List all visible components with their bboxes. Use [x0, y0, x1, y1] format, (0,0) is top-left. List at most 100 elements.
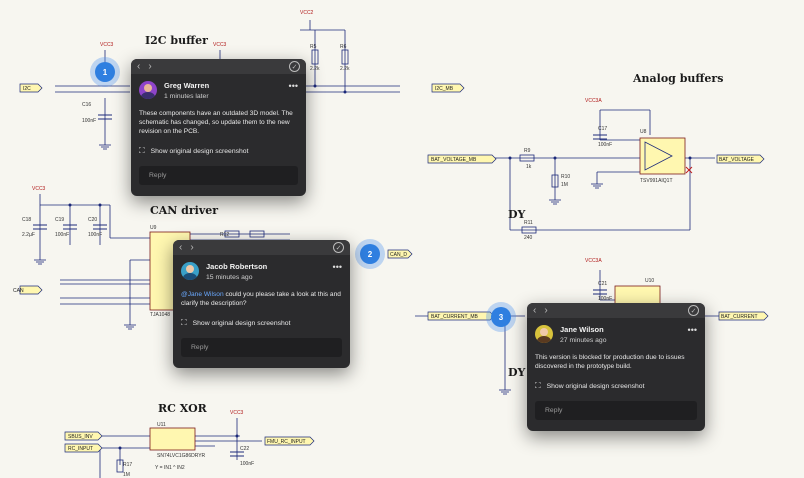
show-screenshot-label: Show original design screenshot — [546, 382, 645, 390]
prev-comment-icon[interactable]: ‹ — [179, 241, 183, 253]
logic-equation: Y = IN1 ^ IN2 — [155, 465, 185, 471]
comment-card-1: ‹ › ✓ Greg Warren 1 minutes later ••• Th… — [131, 59, 306, 196]
more-options-icon[interactable]: ••• — [288, 81, 298, 91]
value: 240 — [524, 235, 533, 241]
designator: C16 — [82, 102, 91, 108]
designator: C18 — [22, 217, 31, 223]
card-toolbar: ‹ › ✓ — [173, 240, 350, 255]
power-label: VCC3A — [585, 258, 602, 264]
comment-message: These components have an outdated 3D mod… — [139, 110, 293, 135]
value: 100nF — [88, 232, 102, 238]
comment-message: This version is blocked for production d… — [535, 354, 685, 370]
next-comment-icon[interactable]: › — [544, 304, 548, 316]
crop-icon: ⛶ — [181, 318, 187, 327]
part-number: TJA1048 — [150, 312, 170, 318]
designator: R10 — [561, 174, 570, 180]
designator: R9 — [524, 148, 531, 154]
resolve-check-icon[interactable]: ✓ — [688, 305, 699, 316]
comment-badge-2[interactable]: 2 — [360, 244, 380, 264]
net-label: BAT_VOLTAGE — [719, 157, 755, 163]
comment-author: Greg Warren — [164, 81, 210, 90]
power-label: VCC3 — [32, 186, 46, 192]
net-label: BAT_VOLTAGE_MB — [431, 157, 477, 163]
net-label: CAN_D — [390, 252, 407, 258]
net-label: RC_INPUT — [68, 446, 93, 452]
value: 2.2k — [340, 66, 350, 72]
value: 1M — [561, 182, 568, 188]
value: 2.2µF — [22, 232, 35, 238]
designator: U8 — [640, 129, 647, 135]
show-screenshot-label: Show original design screenshot — [150, 147, 249, 155]
dy-marker: DY — [508, 208, 526, 221]
show-screenshot-link[interactable]: ⛶ Show original design screenshot — [535, 381, 697, 391]
more-options-icon[interactable]: ••• — [332, 262, 342, 272]
comment-message-text: could you please take a look at this and… — [181, 291, 341, 307]
designator: R12 — [220, 232, 229, 238]
value: 2.2k — [310, 66, 320, 72]
net-label: I2C — [23, 86, 31, 92]
resolve-check-icon[interactable]: ✓ — [333, 242, 344, 253]
more-options-icon[interactable]: ••• — [687, 325, 697, 335]
designator: R11 — [524, 220, 533, 226]
title-can-driver: CAN driver — [150, 204, 218, 217]
designator: R6 — [340, 44, 347, 50]
comment-time: 1 minutes later — [164, 93, 209, 100]
show-screenshot-label: Show original design screenshot — [192, 319, 291, 327]
designator: U11 — [157, 422, 166, 428]
card-toolbar: ‹ › ✓ — [131, 59, 306, 74]
net-label: BAT_CURRENT_MB — [431, 314, 479, 320]
title-analog-buffers: Analog buffers — [632, 72, 723, 85]
avatar — [535, 325, 553, 343]
value: 100nF — [82, 118, 96, 124]
comment-card-3: ‹ › ✓ Jane Wilson 27 minutes ago ••• Thi… — [527, 303, 705, 431]
prev-comment-icon[interactable]: ‹ — [533, 304, 537, 316]
designator: C19 — [55, 217, 64, 223]
comment-time: 15 minutes ago — [206, 274, 253, 281]
comment-badge-3[interactable]: 3 — [491, 307, 511, 327]
show-screenshot-link[interactable]: ⛶ Show original design screenshot — [181, 318, 342, 328]
designator: R5 — [310, 44, 317, 50]
net-label: SBUS_INV — [68, 434, 93, 440]
designator: C21 — [598, 281, 607, 287]
value: 100nF — [598, 142, 612, 148]
net-label: FMU_RC_INPUT — [267, 439, 306, 445]
comment-author: Jacob Robertson — [206, 262, 268, 271]
power-label: VCC3 — [230, 410, 244, 416]
crop-icon: ⛶ — [535, 381, 541, 390]
resolve-check-icon[interactable]: ✓ — [289, 61, 300, 72]
reply-input[interactable]: Reply — [181, 338, 342, 357]
reply-input[interactable]: Reply — [535, 401, 697, 420]
designator: C17 — [598, 126, 607, 132]
comment-time: 27 minutes ago — [560, 337, 607, 344]
part-number: SN74LVC1G86DRYR — [157, 453, 206, 459]
card-toolbar: ‹ › ✓ — [527, 303, 705, 318]
power-label: VCC3 — [213, 42, 227, 48]
avatar — [181, 262, 199, 280]
comment-author: Jane Wilson — [560, 325, 604, 334]
designator: C22 — [240, 446, 249, 452]
designator: C20 — [88, 217, 97, 223]
prev-comment-icon[interactable]: ‹ — [137, 60, 141, 72]
title-i2c-buffer: I2C buffer — [145, 34, 208, 47]
title-rc-xor: RC XOR — [158, 402, 208, 415]
value: 1k — [526, 164, 532, 170]
value: 1M — [123, 472, 130, 478]
comment-badge-1[interactable]: 1 — [95, 62, 115, 82]
designator: U9 — [150, 225, 157, 231]
value: 100nF — [598, 296, 612, 302]
next-comment-icon[interactable]: › — [190, 241, 194, 253]
net-label: I2C_MB — [435, 86, 454, 92]
power-label: VCC3 — [100, 42, 114, 48]
crop-icon: ⛶ — [139, 146, 145, 155]
value: 100nF — [55, 232, 69, 238]
net-label: CAN — [13, 288, 24, 294]
next-comment-icon[interactable]: › — [148, 60, 152, 72]
designator: R17 — [123, 462, 132, 468]
designator: U10 — [645, 278, 654, 284]
show-screenshot-link[interactable]: ⛶ Show original design screenshot — [139, 146, 298, 156]
value: 100nF — [240, 461, 254, 467]
avatar — [139, 81, 157, 99]
user-mention[interactable]: @Jane Wilson — [181, 291, 224, 298]
reply-input[interactable]: Reply — [139, 166, 298, 185]
